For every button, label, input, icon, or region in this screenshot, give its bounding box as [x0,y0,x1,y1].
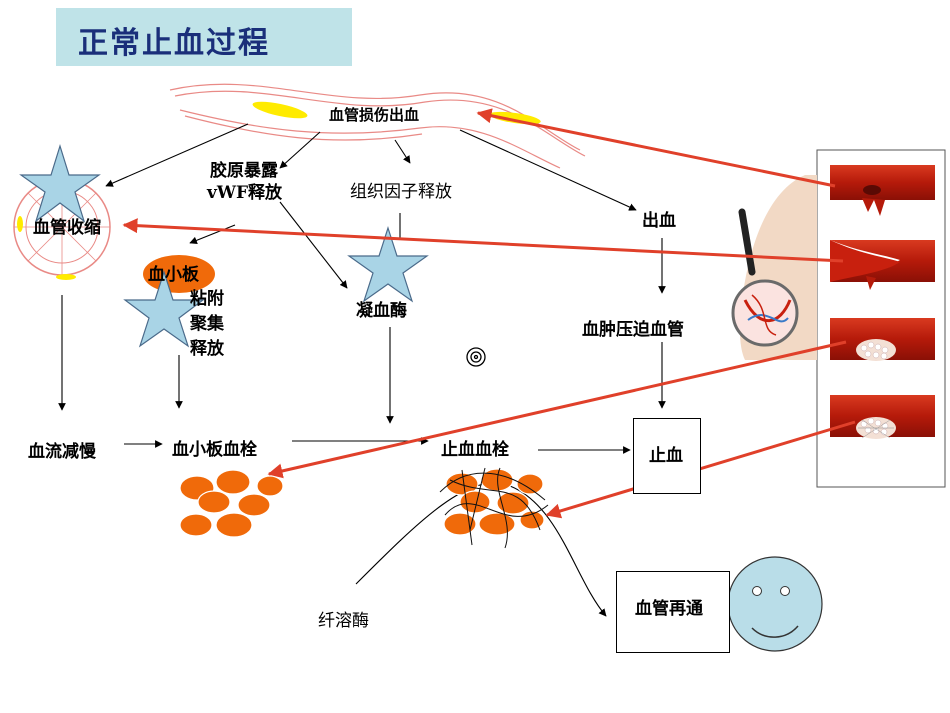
node-hemostatic-plug: 止血血栓 [441,440,509,460]
vessel-wall-lines [169,83,586,169]
node-recanalization: 血管再通 [635,599,703,619]
node-vwf-release: vWF释放 [207,183,283,203]
flow-arrows [58,123,666,617]
node-release: 释放 [190,339,224,359]
node-platelet-plug: 血小板血栓 [172,440,257,460]
vessel-illustration-4 [830,395,935,439]
illustration-panel [731,149,946,488]
title-banner: 正常止血过程 [56,8,352,66]
node-bleeding: 出血 [642,211,676,231]
yellow-platelet-mark [252,101,308,119]
platelet-plug-cluster [179,469,284,538]
star-icon [347,226,429,303]
hemostatic-plug-cluster [439,467,549,549]
node-platelet: 血小板 [148,265,199,285]
magnifier-icon [731,208,799,347]
node-slow-flow: 血流减慢 [28,442,96,462]
star-icon [19,143,101,223]
node-thrombin: 凝血酶 [356,301,407,321]
node-hemostasis: 止血 [649,446,683,466]
smiley-face-icon [727,556,823,652]
yellow-platelet-mark [489,111,541,125]
node-hematoma: 血肿压迫血管 [582,320,684,340]
node-fibrinolysin: 纤溶酶 [318,611,369,631]
hemostasis-box: 止血 [633,418,701,494]
star-icon [123,270,205,348]
node-tissue-factor: 组织因子释放 [350,182,452,202]
node-adhesion: 粘附 [190,289,224,309]
node-collagen-exposure: 胶原暴露 [210,161,278,181]
red-arrows [122,108,856,519]
vessel-illustration-2 [830,240,935,290]
target-circle-icon [466,347,486,367]
node-aggregation: 聚集 [190,314,224,334]
node-vasoconstriction: 血管收缩 [33,218,101,238]
recanalization-box: 血管再通 [616,571,730,653]
vessel-illustration-3 [830,318,935,361]
vessel-illustration-1 [830,165,935,216]
node-vessel-injury: 血管损伤出血 [329,106,420,124]
page-title: 正常止血过程 [78,26,270,61]
